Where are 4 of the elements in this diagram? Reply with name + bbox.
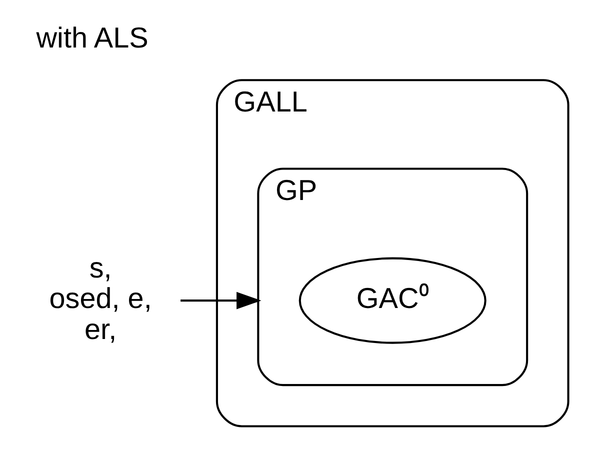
node-ellipse: GAC⁰ [298, 257, 486, 344]
diagram-title: with ALS [36, 22, 148, 55]
arrow [180, 292, 262, 310]
node-text: s, osed, e, er, [49, 252, 152, 346]
